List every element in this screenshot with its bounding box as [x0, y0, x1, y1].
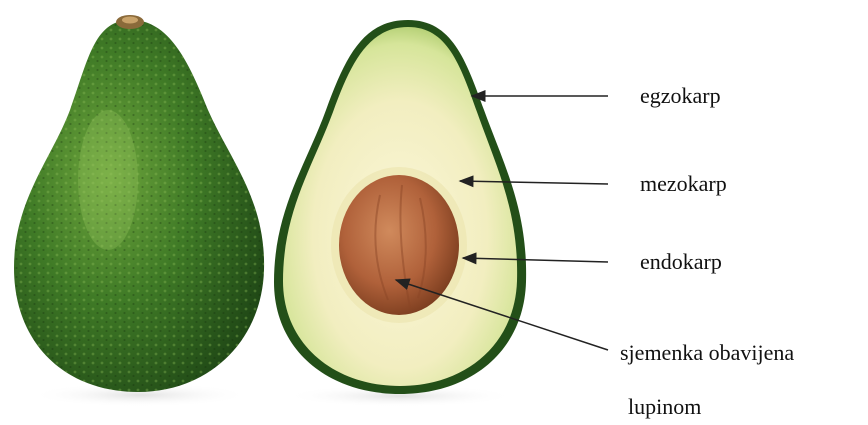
label-mesocarp: mezokarp [640, 171, 727, 196]
label-seed-line1: sjemenka obavijena [620, 340, 794, 365]
annotation-labels: egzokarp mezokarp endokarp sjemenka obav… [620, 83, 794, 419]
label-endocarp: endokarp [640, 249, 722, 274]
label-seed-line2: lupinom [628, 394, 701, 419]
whole-avocado-texture [14, 20, 264, 392]
avocado-stem-top [122, 17, 138, 24]
seed-pit [339, 175, 459, 315]
whole-avocado [14, 15, 264, 407]
whole-avocado-highlight [78, 110, 138, 250]
label-exocarp: egzokarp [640, 83, 721, 108]
avocado-half [274, 20, 526, 407]
